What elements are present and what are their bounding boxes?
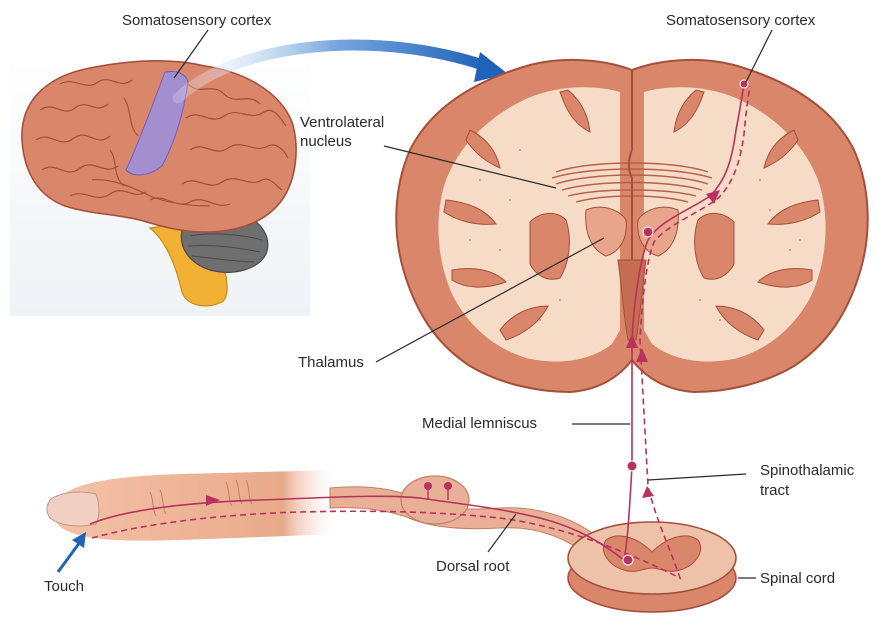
label-medial-lemniscus: Medial lemniscus (422, 415, 537, 433)
label-spinal-cord: Spinal cord (760, 570, 835, 588)
label-thalamus: Thalamus (298, 354, 364, 372)
label-somatosensory-cortex-left: Somatosensory cortex (122, 12, 271, 30)
label-ventrolateral-line1: Ventrolateral (300, 114, 384, 132)
label-touch: Touch (44, 578, 84, 596)
basal-ganglia-left (530, 213, 569, 279)
label-dorsal-root: Dorsal root (436, 558, 509, 576)
finger (47, 470, 340, 541)
leader-spinothalamic (648, 474, 746, 480)
spinal-cord (568, 522, 736, 612)
dorsal-root-nerve (330, 487, 610, 562)
label-somatosensory-cortex-right: Somatosensory cortex (666, 12, 815, 30)
label-spinothalamic-line1: Spinothalamic (760, 462, 854, 480)
basal-ganglia-right (695, 213, 734, 279)
fingernail (47, 492, 99, 526)
label-spinothalamic-line2: tract (760, 482, 789, 500)
dorsal-root (330, 476, 610, 562)
label-ventrolateral-line2: nucleus (300, 133, 352, 151)
touch-arrow (58, 542, 80, 572)
